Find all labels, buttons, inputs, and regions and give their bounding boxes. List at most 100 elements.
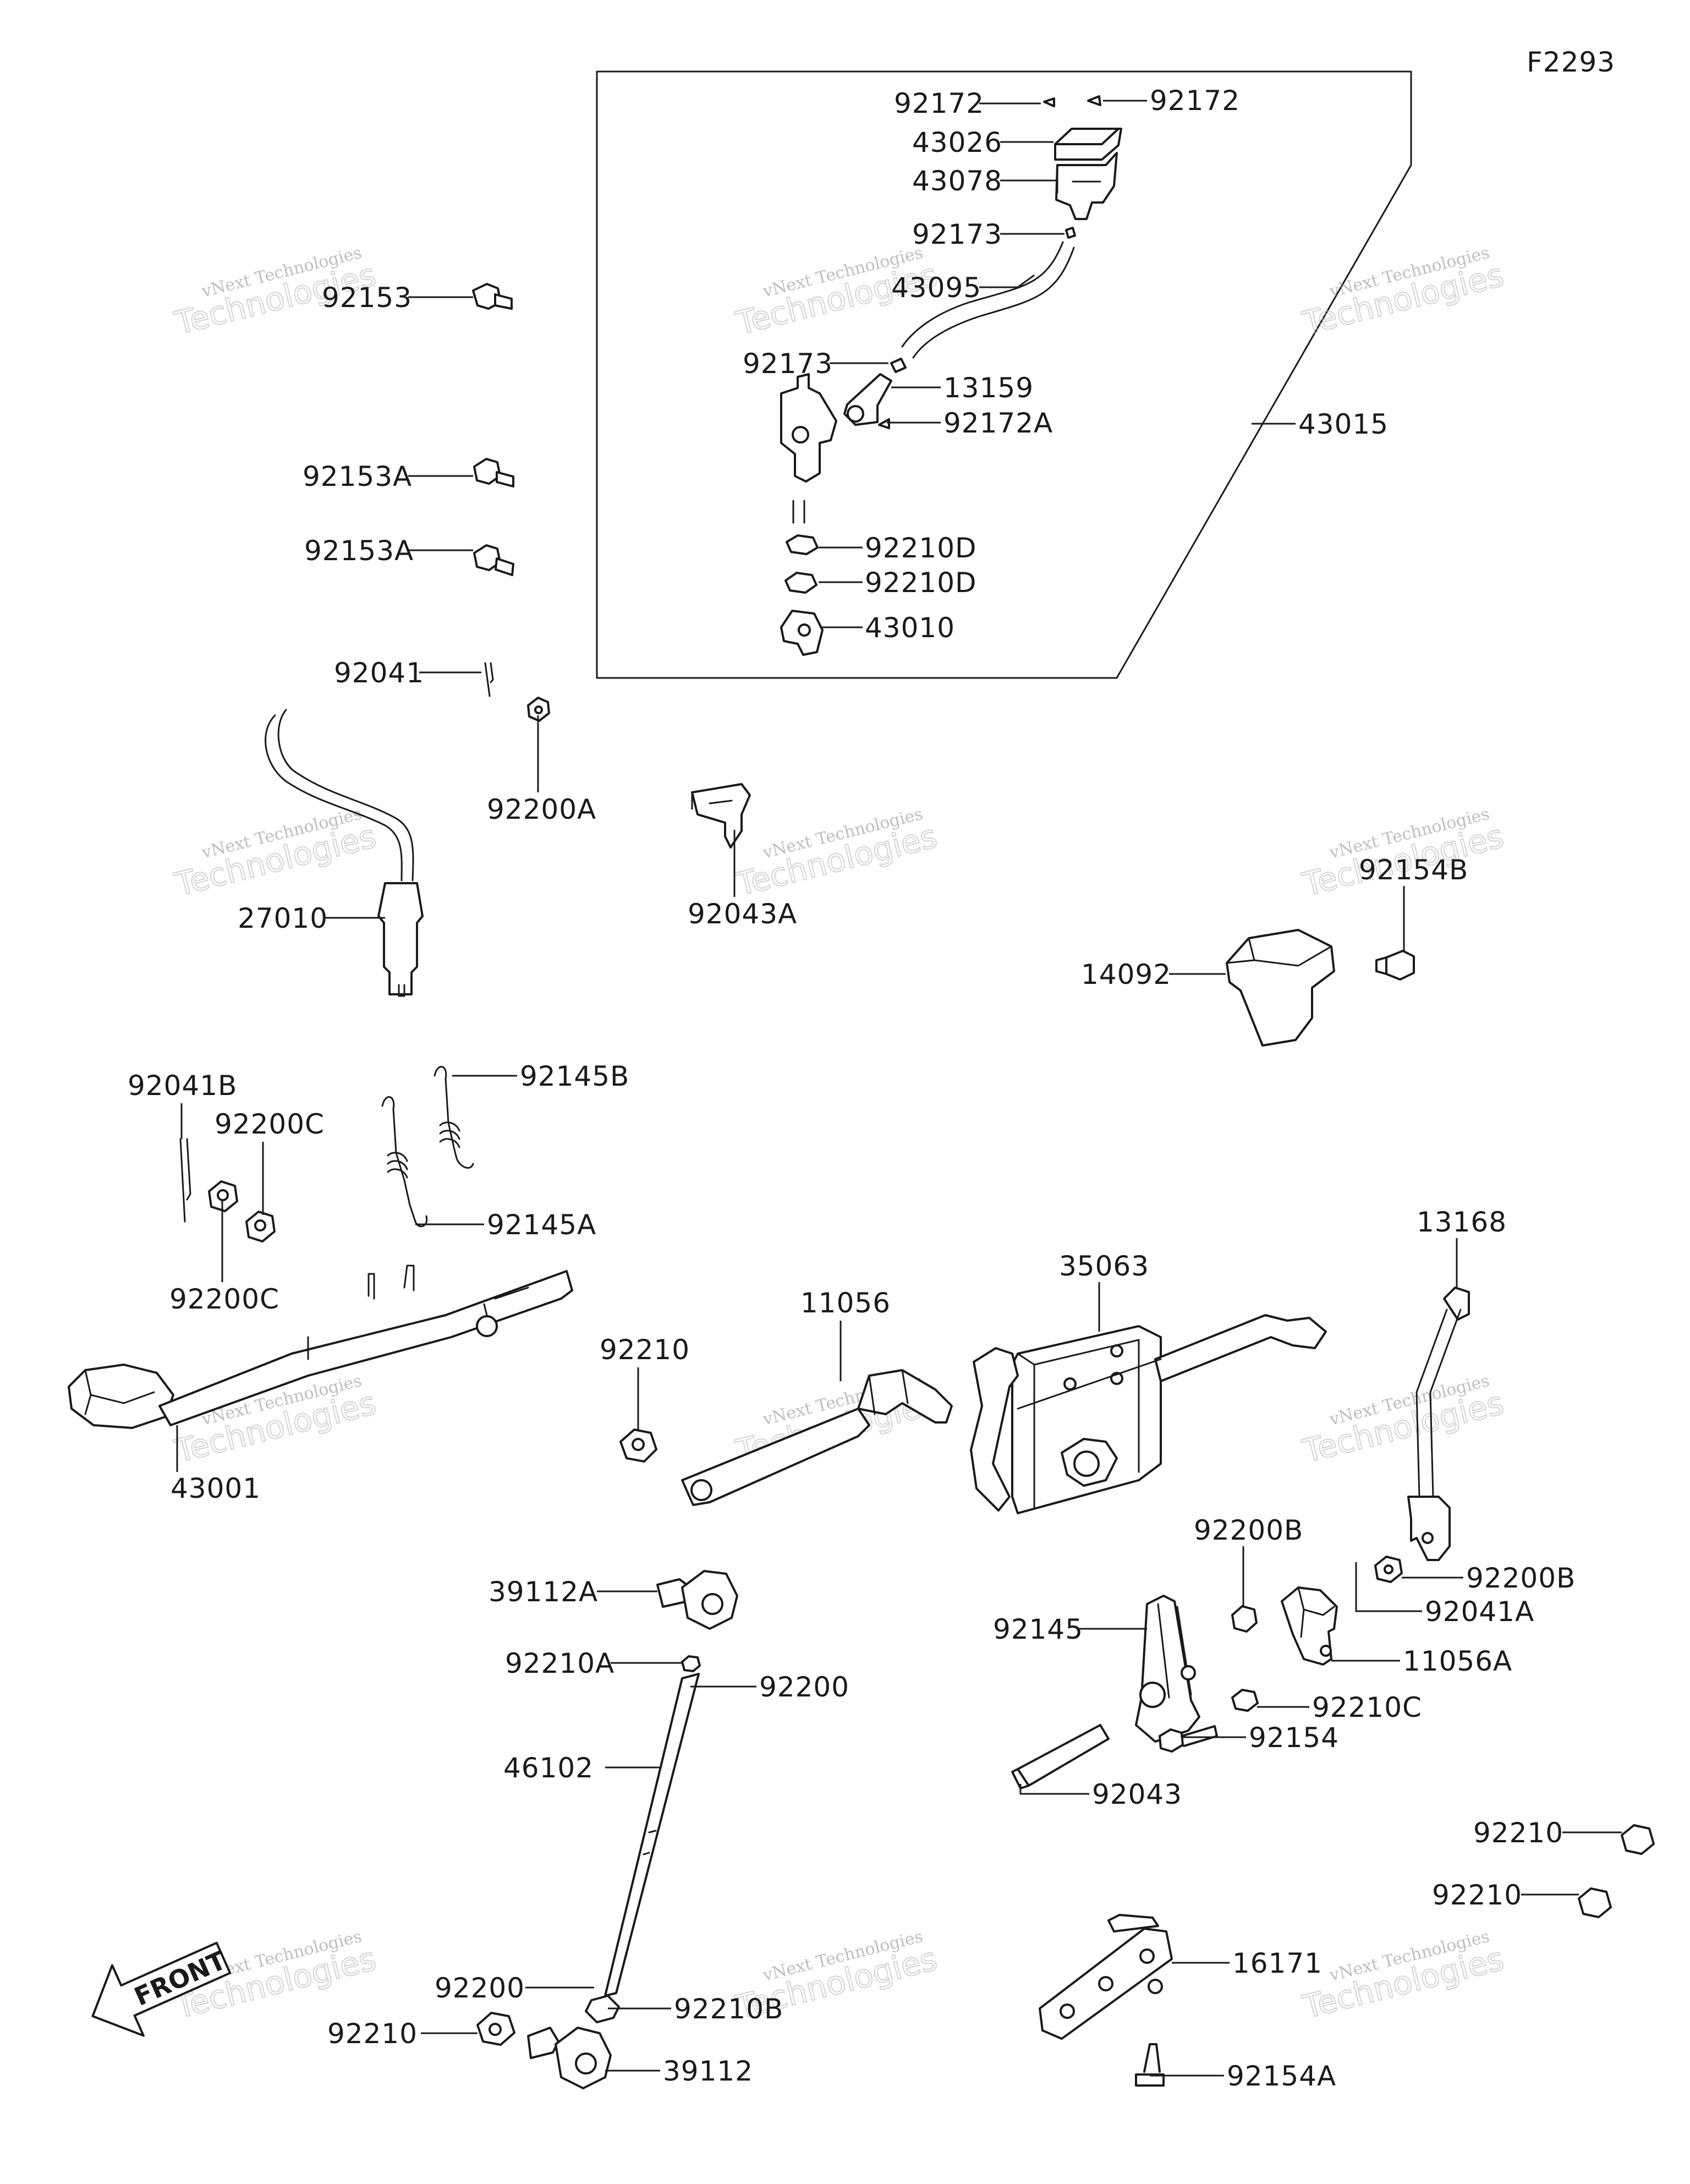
clip-92173-bottom [890,358,907,373]
diagram-code: F2293 [1527,46,1615,78]
part-label: 92154B [1359,854,1468,886]
bracket-92043A-detail [691,791,733,810]
cotter-pin-92041B [179,1138,191,1223]
part-label: 92210C [1312,1692,1422,1723]
master-cylinder-rod [792,500,805,524]
part-label: 27010 [238,902,328,934]
part-label: 92041A [1425,1596,1534,1628]
part-label: 92210A [505,1647,614,1679]
bolt-92153A-bottom [473,544,514,576]
master-cylinder-port [792,426,809,444]
cap-14092-detail [1226,937,1332,967]
part-label: 92210 [600,1334,690,1366]
part-label: 92153A [304,535,414,567]
washer-92200C-left-hole [217,1189,229,1201]
part-label: 14092 [1081,959,1171,990]
leader-lines [176,100,1622,2077]
bleed-screw-92154B [1375,950,1415,981]
part-label: 92210D [865,532,977,564]
part-label: 43095 [891,272,981,304]
rod-46102-detail [643,1830,657,1855]
part-label: 92210 [1473,1817,1563,1849]
part-label: 92145 [993,1613,1083,1645]
spring-92145A [381,1096,428,1228]
cotter-pin-92041 [484,662,494,697]
part-label: 16171 [1232,1947,1323,1979]
part-label: 92210 [327,2018,418,2050]
bolt-92154 [1159,1725,1218,1753]
screw-92172-right [1087,95,1101,106]
part-label: 13159 [943,372,1034,404]
part-label: 92200 [435,1972,525,2004]
part-label: 92041B [128,1070,237,1102]
part-label: 92200C [215,1108,325,1140]
part-labels: 92172 92172 43026 43078 92173 43095 9217… [128,85,1576,2092]
arm-92145 [1135,1595,1200,1743]
master-cylinder-body [780,373,837,483]
bolt-92154A [1135,2043,1165,2087]
watermark: vNext Technologies Technologies [171,804,380,904]
cap-14092 [1226,929,1335,1047]
part-label: 92173 [743,348,833,380]
part-label: 92043A [688,898,797,930]
part-label: 92210D [865,567,977,599]
clevis-43010-hole [798,623,811,637]
nut-92210-right-bottom [1578,1887,1612,1918]
nut-92200-bottom [585,1995,620,2023]
part-label: 11056A [1403,1645,1512,1677]
bracket-92043A [691,783,751,849]
hose-43095 [901,241,1075,359]
part-label: 13168 [1417,1206,1507,1238]
part-label: 92200B [1194,1514,1303,1546]
part-label: 92200B [1466,1562,1576,1594]
rod-end-39112A [656,1570,738,1630]
screw-92172A [878,418,890,429]
screw-92172-left [1043,97,1055,107]
part-label: 92154 [1249,1722,1339,1754]
part-label: 39112A [489,1576,598,1608]
switch-27010-cable [265,709,414,882]
part-label: 11056 [800,1287,891,1319]
watermark: vNext Technologies Technologies [1298,1371,1508,1471]
reservoir-43078-detail [1056,164,1101,194]
part-label: 92145B [520,1060,629,1092]
brake-pedal-43001 [68,1265,573,1429]
part-label: 39112 [663,2055,753,2087]
part-label: 46102 [503,1752,594,1784]
reservoir-43078 [1055,152,1118,220]
part-label: 92210 [1432,1879,1522,1911]
switch-27010-plunger [398,984,405,997]
bolt-92153 [472,283,513,310]
nut-92210A [681,1655,701,1672]
bracket-35063 [970,1314,1327,1514]
part-label: 43026 [912,127,1002,158]
watermark: vNext Technologies Technologies [1298,1927,1508,2027]
fitting-13159-bore [847,405,864,423]
lever-11056A [1281,1586,1338,1666]
part-label: 92200A [487,793,596,825]
part-label: 92172 [1150,85,1240,117]
part-label: 92200 [759,1671,849,1703]
nut-92210C [1231,1689,1259,1712]
part-label: 92041 [334,657,424,689]
part-label: 43001 [171,1473,261,1504]
lever-11056 [681,1369,953,1506]
part-label: 92154A [1227,2060,1336,2092]
switch-27010-body [377,882,424,995]
rod-46102 [604,1673,700,1997]
washer-92200B-right-hole [1384,1564,1393,1574]
rod-13168 [1407,1287,1470,1561]
part-label: 92145A [487,1209,596,1241]
spring-92145B [434,1066,474,1169]
nut-92210-right-top [1621,1824,1655,1855]
assembly-box-43015 [596,70,1412,679]
washer-92200A-hole [534,705,543,714]
part-label: 43015 [1298,408,1389,440]
part-label: 35063 [1059,1250,1149,1282]
nut-92210D-bottom [784,572,817,594]
watermark: vNext Technologies Technologies [732,804,941,904]
part-label: 92153 [322,282,412,314]
part-label: 92172 [894,87,984,119]
nut-92210-bottom-left-hole [489,2023,502,2036]
